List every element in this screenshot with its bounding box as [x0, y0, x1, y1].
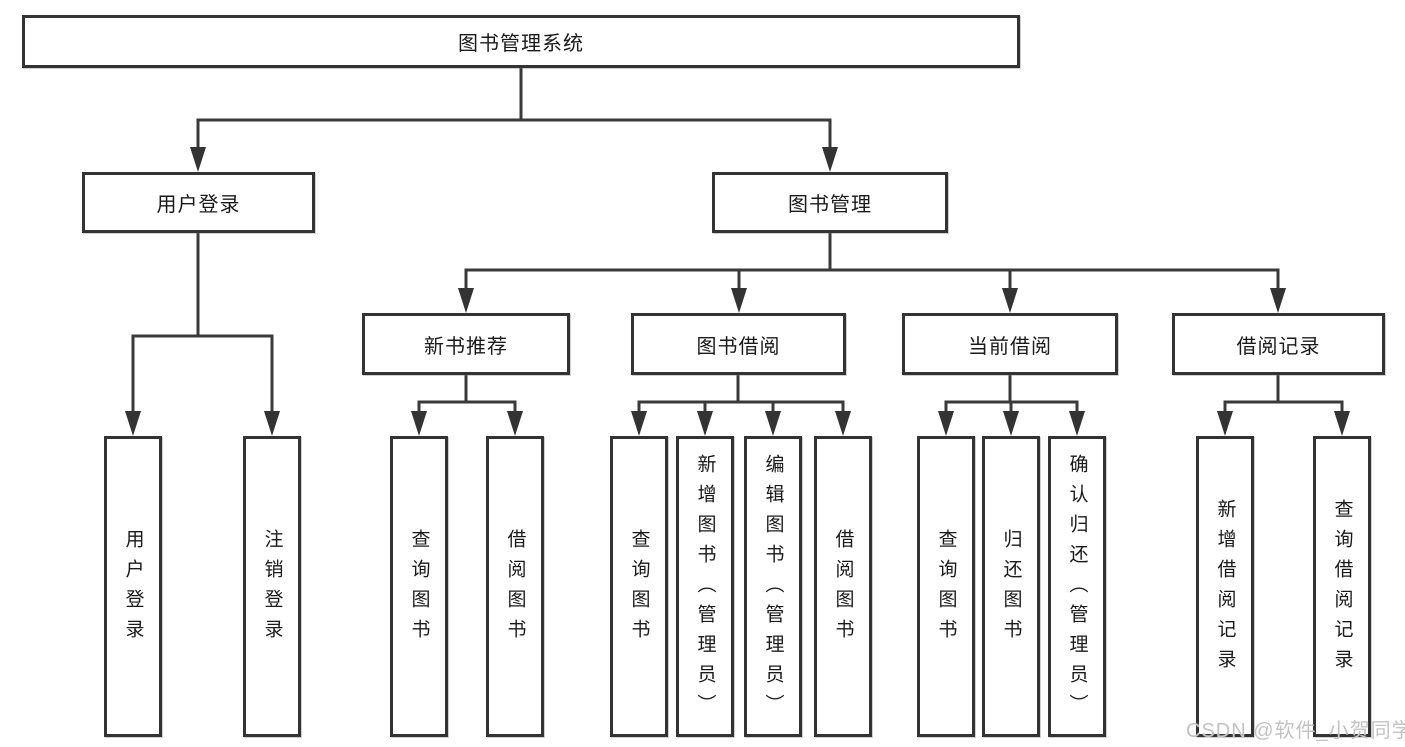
leaf-edit-book-admin: 编辑图书（管理员） [744, 436, 802, 737]
leaf-add-borrow-record: 新增借阅记录 [1196, 436, 1254, 737]
leaf-query-borrow-record: 查询借阅记录 [1313, 436, 1371, 737]
node-borrow-record: 借阅记录 [1172, 313, 1385, 375]
leaf-query-book: 查询图书 [390, 436, 448, 737]
leaf-logout: 注销登录 [243, 436, 301, 737]
node-book-borrow: 图书借阅 [631, 313, 846, 375]
leaf-borrow-book: 借阅图书 [486, 436, 544, 737]
leaf-query-book: 查询图书 [610, 436, 668, 737]
node-user-login: 用户登录 [82, 172, 315, 233]
node-new-book-recommend: 新书推荐 [362, 313, 570, 375]
csdn-watermark: CSDN @软件_小贺同学 [1186, 720, 1405, 742]
node-root-system: 图书管理系统 [22, 15, 1020, 68]
leaf-add-book-admin: 新增图书（管理员） [676, 436, 734, 737]
node-book-management: 图书管理 [712, 172, 948, 233]
leaf-confirm-return-admin: 确认归还（管理员） [1048, 436, 1106, 737]
leaf-query-book: 查询图书 [917, 436, 975, 737]
leaf-borrow-book: 借阅图书 [814, 436, 872, 737]
leaf-user-login: 用户登录 [104, 436, 162, 737]
leaf-return-book: 归还图书 [982, 436, 1040, 737]
node-current-borrow: 当前借阅 [902, 313, 1118, 375]
